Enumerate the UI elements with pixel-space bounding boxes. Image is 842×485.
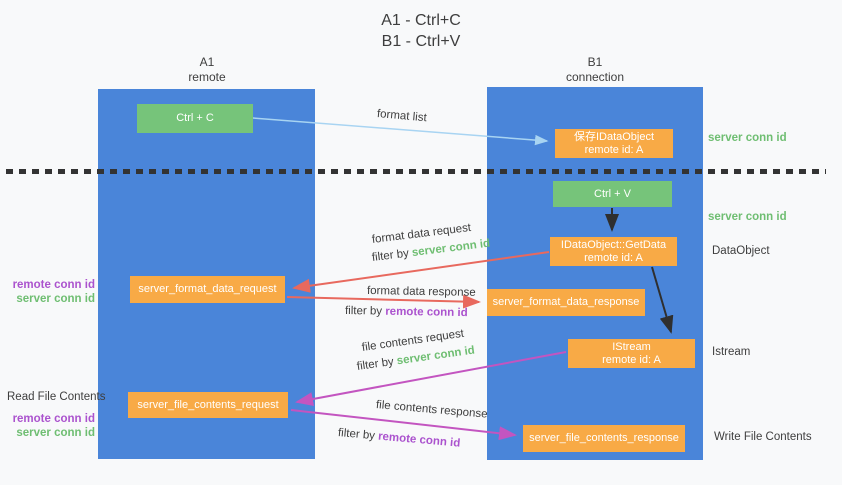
column-a-name: remote (188, 70, 226, 84)
server-file-contents-request-label: server_file_contents_request (137, 398, 279, 411)
column-b-id: B1 (587, 55, 603, 69)
save-idataobject-line1: 保存IDataObject (573, 130, 655, 143)
ctrl-v-label: Ctrl + V (594, 187, 631, 200)
file-contents-request-arrow (295, 351, 567, 406)
write-file-contents-label: Write File Contents (714, 431, 812, 443)
remote-conn-id-left-2: remote conn id (12, 413, 95, 425)
dashed-session-divider (6, 169, 826, 174)
column-header-a1: A1 remote (137, 55, 277, 85)
column-b-name: connection (565, 70, 625, 84)
column-header-b1: B1 connection (525, 55, 665, 85)
title-line-1: A1 - Ctrl+C (381, 12, 461, 29)
left-conn-id-pair-upper: remote conn id server conn id (0, 278, 95, 306)
ctrl-c-label: Ctrl + C (176, 112, 214, 124)
format-data-request-arrow (292, 251, 550, 293)
filter-by-prefix: filter by (344, 305, 386, 318)
remote-conn-id-text: remote conn id (385, 305, 468, 320)
save-idataobject-line2: remote id: A (584, 143, 644, 156)
getdata-line1: IDataObject::GetData (560, 238, 667, 251)
server-file-contents-request-node: server_file_contents_request (128, 392, 288, 418)
server-conn-id-left-1: server conn id (16, 293, 95, 305)
getdata-to-istream-arrow (651, 266, 674, 334)
format-data-response-label: format data response (366, 285, 476, 299)
server-conn-id-right-top: server conn id (708, 132, 787, 144)
save-idataobject-node: 保存IDataObject remote id: A (555, 129, 673, 158)
format-data-response-arrow (286, 294, 481, 309)
format-list-arrow (252, 117, 549, 146)
read-file-contents-label: Read File Contents (7, 391, 106, 403)
server-conn-id-left-2: server conn id (16, 427, 95, 439)
remote-conn-id-left-1: remote conn id (12, 279, 95, 291)
diagram-title: A1 - Ctrl+C B1 - Ctrl+V (0, 10, 842, 52)
server-format-data-request-label: server_format_data_request (138, 283, 277, 295)
idataobject-getdata-node: IDataObject::GetData remote id: A (550, 237, 677, 266)
istream-line1: IStream (612, 340, 651, 353)
server-format-data-response-node: server_format_data_response (487, 289, 645, 316)
istream-line2: remote id: A (602, 353, 661, 366)
server-format-data-request-node: server_format_data_request (130, 276, 285, 303)
istream-side-label: Istream (712, 346, 751, 358)
dataobject-side-label: DataObject (712, 245, 770, 257)
server-format-data-response-label: server_format_data_response (492, 296, 640, 308)
filter-by-remote-conn-id-label-1: filter by remote conn id (345, 305, 468, 319)
left-conn-id-pair-lower: remote conn id server conn id (0, 412, 95, 440)
server-file-contents-response-node: server_file_contents_response (523, 425, 685, 452)
ctrl-v-node: Ctrl + V (553, 181, 672, 207)
file-contents-response-arrow (290, 409, 517, 441)
getdata-line2: remote id: A (584, 251, 643, 264)
server-conn-id-right-mid: server conn id (708, 211, 787, 223)
ctrl-c-node: Ctrl + C (137, 104, 253, 133)
column-a-id: A1 (199, 55, 215, 69)
istream-node: IStream remote id: A (568, 339, 695, 368)
title-line-2: B1 - Ctrl+V (381, 33, 461, 50)
server-file-contents-response-label: server_file_contents_response (529, 432, 679, 444)
